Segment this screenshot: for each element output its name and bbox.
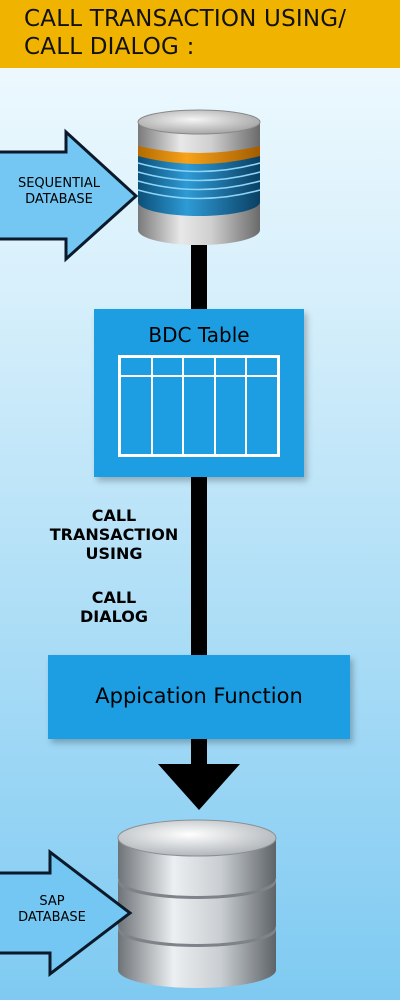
application-function-label: Appication Function: [95, 684, 303, 708]
connector-db-to-bdc: [191, 245, 207, 311]
title-line-1: CALL TRANSACTION USING/: [24, 6, 347, 32]
title-line-2: CALL DIALOG :: [24, 34, 195, 60]
sap-db-label: SAP DATABASE: [18, 894, 86, 925]
table-grid-icon: [118, 355, 280, 457]
call-dialog-label: CALL DIALOG: [80, 588, 148, 626]
bdc-table-title: BDC Table: [148, 323, 250, 347]
call-transaction-label: CALL TRANSACTION USING: [49, 506, 179, 563]
connector-bdc-to-app: [191, 477, 207, 657]
bdc-table-box: BDC Table: [94, 309, 304, 477]
connector-app-to-sap: [191, 739, 207, 765]
header-banner: CALL TRANSACTION USING/ CALL DIALOG :: [0, 0, 400, 68]
sequential-db-label: SEQUENTIAL DATABASE: [17, 176, 101, 207]
application-function-box: Appication Function: [48, 655, 350, 739]
